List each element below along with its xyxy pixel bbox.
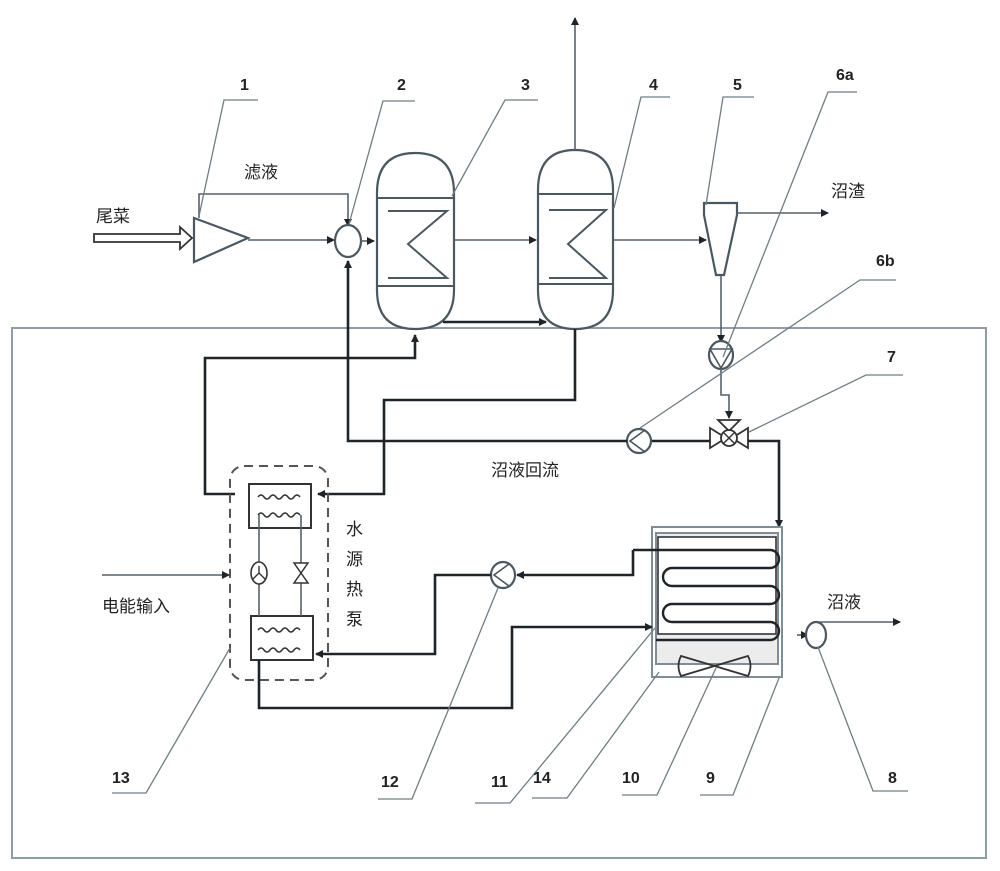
pump-6b	[625, 427, 653, 455]
pipe-pump6a-valve7	[720, 369, 733, 419]
callout-11: 11	[491, 774, 508, 791]
callout-4: 4	[649, 77, 658, 94]
power-input-label: 电能输入	[102, 597, 170, 617]
hot-water-return-line	[317, 329, 577, 498]
filtrate-label: 滤液	[244, 163, 278, 183]
pump-6a	[707, 339, 735, 371]
expansion-valve-icon	[292, 562, 310, 584]
callout-3: 3	[521, 77, 530, 94]
storage-tank-9	[651, 526, 783, 678]
separator-1	[192, 216, 251, 264]
outlet-pump-8	[804, 620, 828, 650]
heat-pump-label-3: 热	[346, 580, 363, 600]
coil-heat-exchanger-11	[633, 548, 781, 642]
compressor-icon	[250, 561, 268, 585]
callout-12: 12	[381, 774, 399, 791]
heat-pump-label-1: 水	[346, 520, 363, 540]
digestate-liquid-label: 沼液	[827, 593, 861, 613]
digester-3	[375, 151, 456, 331]
mixer-10	[677, 654, 752, 678]
three-way-valve-7	[709, 419, 749, 450]
heat-pump-label-4: 泵	[346, 610, 363, 630]
callout-10: 10	[622, 770, 640, 787]
filtrate-line	[198, 193, 352, 227]
digestate-reflux-label: 沼液回流	[491, 461, 559, 481]
callout-13: 13	[112, 770, 130, 787]
digester-4	[536, 148, 615, 331]
circulation-pump-12	[489, 560, 517, 590]
heating-coil-icon	[549, 209, 609, 279]
pipe-valve-tank	[748, 439, 783, 528]
callout-8: 8	[888, 770, 897, 787]
mixing-tank-2	[333, 223, 363, 259]
pipe-coil-pump12	[516, 550, 635, 579]
system-boundary-frame	[11, 327, 987, 859]
digestate-reflux-line	[344, 260, 627, 443]
pipe-evaporator-coil	[257, 623, 653, 710]
callout-5: 5	[733, 77, 742, 94]
leader-lines	[112, 91, 908, 804]
callout-9: 9	[706, 770, 715, 787]
feed-label: 尾菜	[96, 207, 130, 227]
callout-6b: 6b	[876, 253, 895, 270]
callout-14: 14	[533, 770, 551, 787]
callout-1: 1	[240, 77, 249, 94]
callout-7: 7	[887, 349, 896, 366]
feed-inlet-arrow	[93, 224, 194, 252]
heating-coil-icon	[388, 210, 450, 279]
heat-pump-label-2: 源	[346, 550, 363, 570]
digestate-residue-label: 沼渣	[831, 182, 865, 202]
heat-pump-13-boundary	[229, 465, 329, 681]
callout-2: 2	[397, 77, 406, 94]
pipe-pump12-evaporator	[315, 573, 491, 658]
hot-water-supply-line	[203, 334, 419, 496]
callout-6a: 6a	[836, 67, 854, 84]
separator-5	[702, 201, 739, 277]
evaporator	[250, 615, 314, 661]
